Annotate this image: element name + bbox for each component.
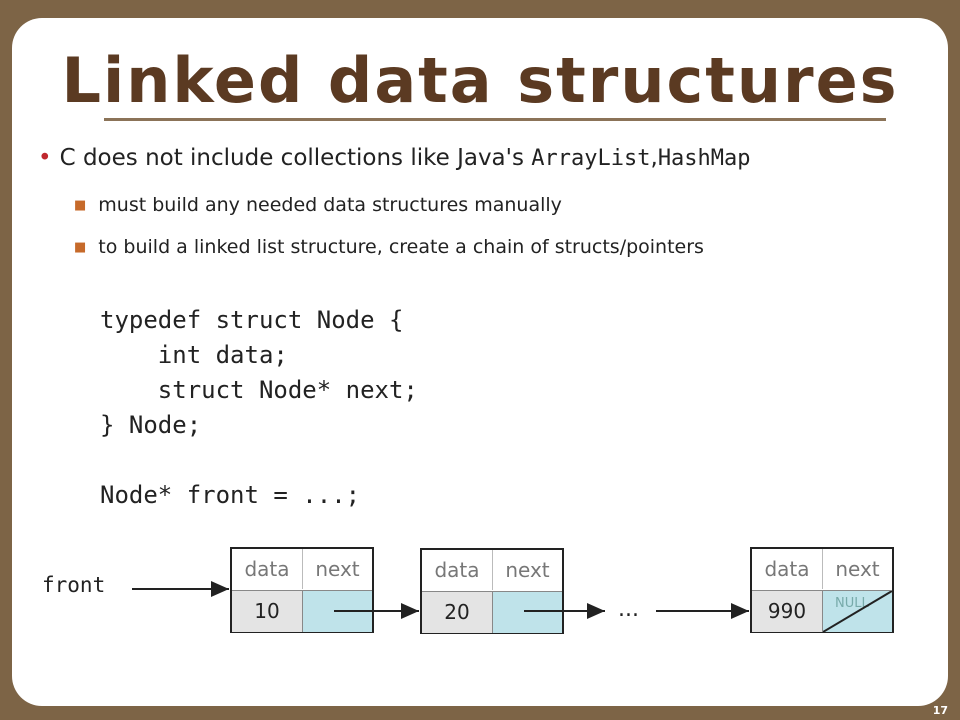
code-line: int data;: [100, 341, 288, 369]
bullet-separator: ,: [650, 145, 658, 171]
square-bullet-icon: ■: [74, 198, 87, 213]
node-data-header: data: [422, 550, 493, 590]
node-2: data next 20: [420, 548, 564, 634]
code-block: typedef struct Node { int data; struct N…: [100, 303, 418, 513]
code-line: typedef struct Node {: [100, 306, 404, 334]
node-value: 990: [752, 590, 823, 632]
bullet-text: C does not include collections like Java…: [59, 145, 532, 171]
node-3: data next 990 NULL: [750, 547, 894, 633]
page-number: 17: [932, 704, 948, 717]
node-data-header: data: [232, 549, 303, 589]
node-1: data next 10: [230, 547, 374, 633]
sub-bullet-text: to build a linked list structure, create…: [98, 236, 704, 258]
null-label: NULL: [835, 596, 869, 611]
sub-bullet-text: must build any needed data structures ma…: [98, 194, 562, 216]
bullet-collections: • C does not include collections like Jav…: [38, 145, 751, 171]
code-line: Node* front = ...;: [100, 481, 361, 509]
slide-title: Linked data structures: [61, 44, 899, 117]
node-next-header: next: [303, 549, 372, 589]
square-bullet-icon: ■: [74, 240, 87, 255]
title-underline: [104, 118, 886, 121]
code-line: struct Node* next;: [100, 376, 418, 404]
node-data-header: data: [752, 549, 823, 589]
bullet-dot-icon: •: [38, 145, 52, 171]
code-hashmap: HashMap: [657, 146, 751, 171]
node-value: 10: [232, 590, 303, 632]
front-label: front: [42, 573, 106, 597]
sub-bullet-manual: ■ must build any needed data structures m…: [74, 194, 562, 216]
node-next-header: next: [823, 549, 892, 589]
ellipsis: ...: [618, 597, 639, 622]
null-slash-icon: [823, 591, 892, 632]
code-arraylist: ArrayList: [531, 146, 651, 171]
sub-bullet-linked-list: ■ to build a linked list structure, creat…: [74, 236, 704, 258]
node-value: 20: [422, 591, 493, 633]
node-next-null: NULL: [823, 590, 892, 632]
node-next-header: next: [493, 550, 562, 590]
code-line: } Node;: [100, 411, 202, 439]
